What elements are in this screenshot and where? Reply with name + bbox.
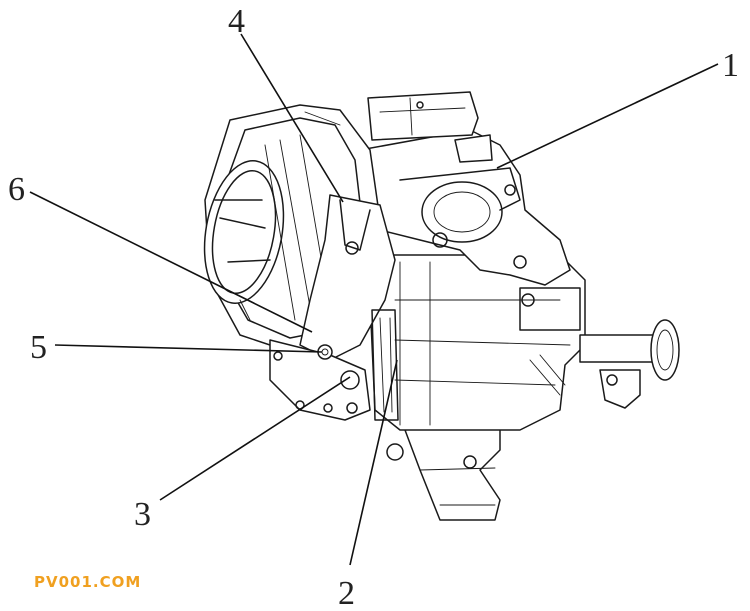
watermark-text: PV001.COM [34, 573, 142, 591]
leader-line-2 [349, 359, 398, 566]
callout-6: 6 [8, 171, 25, 208]
leader-line-4 [240, 33, 344, 203]
callout-labels: 1 2 3 4 5 6 [8, 3, 739, 611]
callout-4: 4 [228, 3, 245, 40]
leader-lines [29, 33, 719, 566]
leader-line-5 [54, 344, 323, 353]
mounting-foot [386, 419, 501, 521]
callout-5: 5 [30, 329, 47, 366]
callout-1: 1 [722, 47, 739, 84]
middle-housing [299, 194, 399, 421]
callout-2: 2 [338, 575, 355, 611]
leader-line-1 [496, 63, 719, 169]
leader-line-3 [159, 376, 351, 501]
crankcase-body [369, 254, 586, 431]
cylinder-mount-plate [349, 91, 571, 286]
callout-3: 3 [134, 496, 151, 533]
leader-line-6 [29, 191, 313, 333]
engine-illustration [203, 91, 680, 521]
output-shaft [579, 319, 680, 409]
